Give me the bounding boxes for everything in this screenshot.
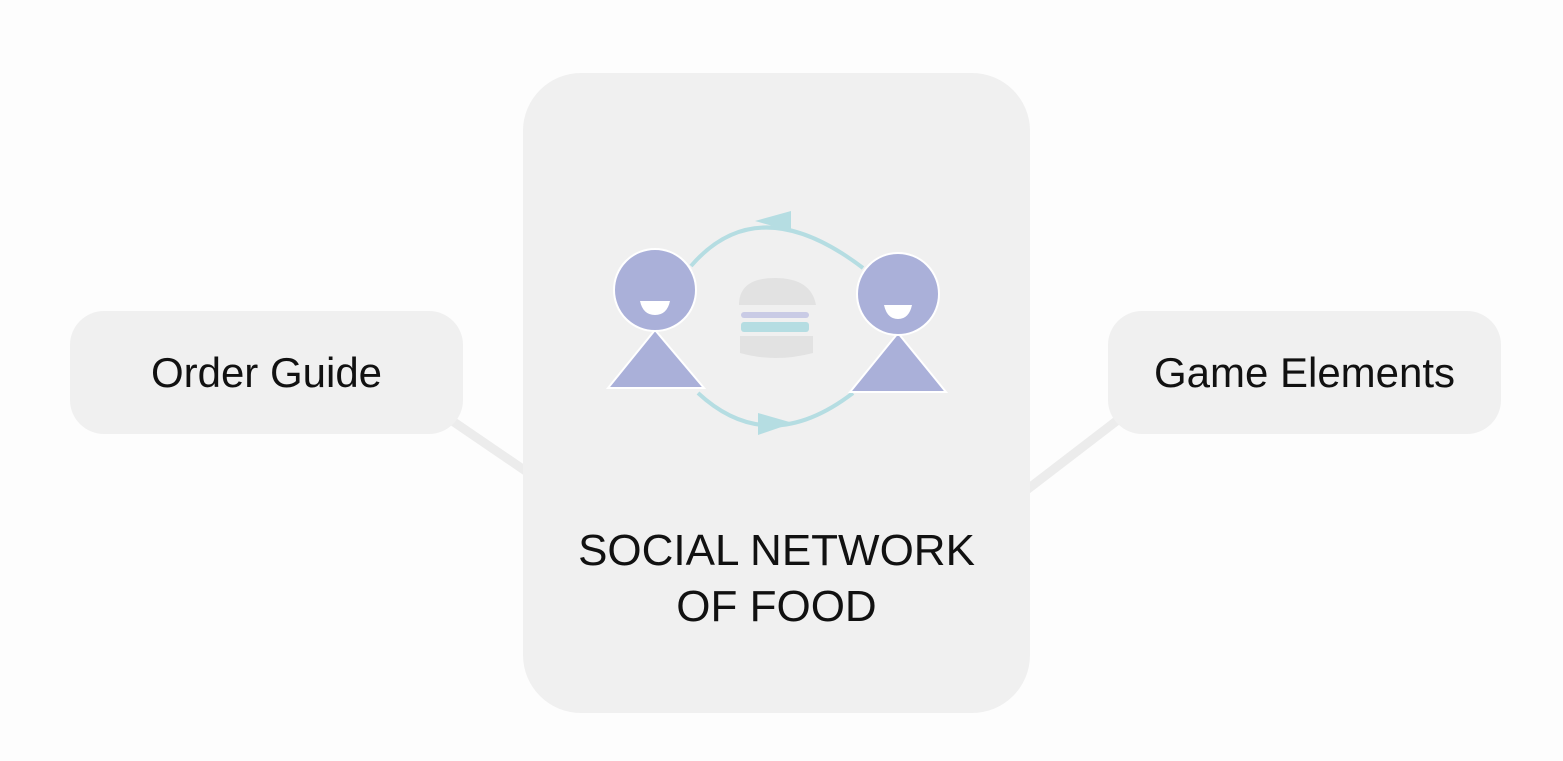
game-elements-node[interactable]: Game Elements: [1108, 311, 1501, 434]
center-title: SOCIAL NETWORK OF FOOD: [523, 523, 1030, 635]
center-title-line-1: SOCIAL NETWORK: [578, 526, 975, 575]
social-network-of-food-node[interactable]: SOCIAL NETWORK OF FOOD: [523, 73, 1030, 713]
exchange-arrow-icon-bottom: [758, 413, 793, 435]
connector-right: [1019, 411, 1128, 497]
game-elements-label: Game Elements: [1153, 348, 1456, 396]
exchange-arrow-icon-top: [755, 211, 791, 231]
center-title-line-2: OF FOOD: [676, 582, 877, 631]
order-guide-label: Order Guide: [150, 348, 383, 396]
connector-left: [443, 413, 535, 479]
person-icon-right: [847, 252, 949, 393]
order-guide-node[interactable]: Order Guide: [70, 311, 463, 434]
person-icon-left: [605, 248, 707, 389]
arrow-top-arc: [689, 225, 865, 270]
social-food-illustration: [605, 211, 949, 435]
burger-icon: [739, 278, 816, 358]
